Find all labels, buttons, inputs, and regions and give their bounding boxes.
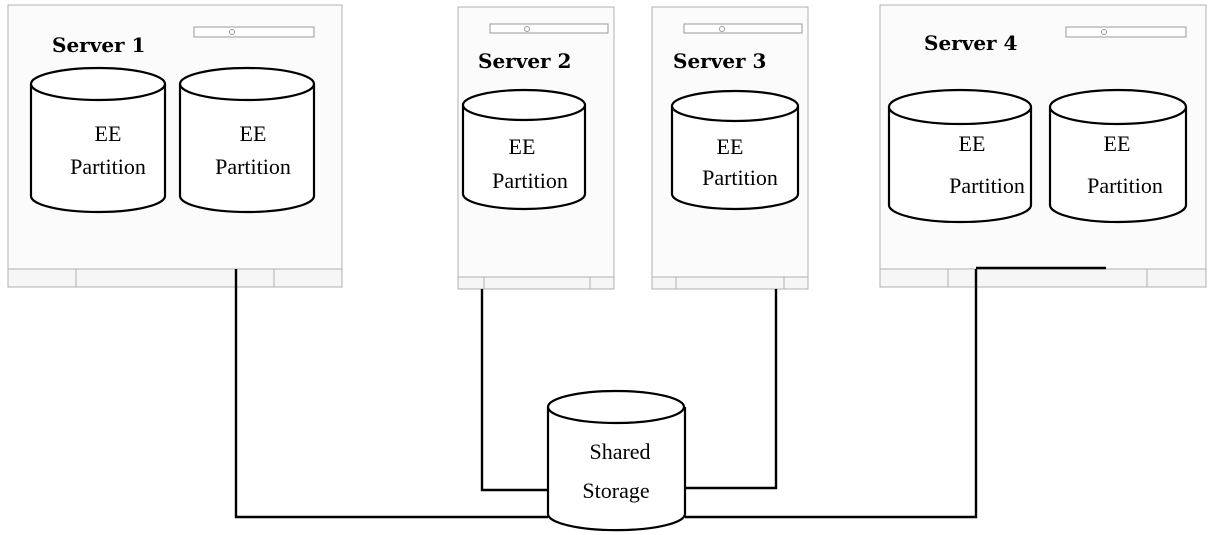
link-server-4-storage (685, 269, 978, 519)
partition-label-line1: EE (240, 121, 267, 146)
server-2-slot-led (524, 26, 530, 32)
partition-label-line1: EE (95, 121, 122, 146)
server-3-drive-slot (683, 23, 803, 34)
partition-label-line2: Partition (70, 154, 146, 179)
cylinder-top (29, 66, 167, 102)
partition-label-line1: EE (1104, 131, 1131, 156)
cylinder-body (1048, 107, 1188, 224)
server-2-title: Server 2 (478, 49, 571, 73)
partition-label-line2: Partition (702, 165, 778, 190)
partition-label-line1: EE (509, 134, 536, 159)
server-1-drive-slot (193, 26, 315, 38)
server-3-title: Server 3 (673, 49, 766, 73)
server-1-partition-1: EE Partition (29, 66, 167, 214)
cylinder-top (178, 66, 316, 102)
cylinder-body (29, 84, 167, 214)
server-4-title: Server 4 (924, 31, 1018, 55)
partition-label-line1: EE (717, 134, 744, 159)
server-4-foot-right (1146, 268, 1207, 288)
cylinder-top (887, 88, 1033, 126)
server-4-partition-2: EE Partition (1048, 88, 1188, 224)
partition-label-line2: Partition (949, 173, 1025, 198)
server-1-partition-2: EE Partition (178, 66, 316, 214)
server-1-foot-right (273, 268, 343, 288)
server-2-partition-1: EE Partition (461, 88, 587, 211)
server-3: Server 3 EE Partition (651, 6, 809, 290)
server-4: Server 4 EE Partition EE Partition (879, 4, 1207, 288)
server-3-slot-led (719, 26, 725, 32)
link-server-1-storage (234, 269, 548, 519)
server-2-foot-right (589, 276, 615, 290)
server-2: Server 2 EE Partition (457, 6, 615, 290)
link-server-2-storage (480, 289, 548, 492)
server-4-foot-left (879, 268, 949, 288)
storage-label-line1: Shared (589, 439, 650, 464)
cylinder-body (670, 106, 800, 211)
storage-cylinder-body (546, 407, 687, 532)
link-server-3-storage (685, 289, 778, 490)
server-1-slot-led (229, 29, 235, 35)
server-3-partition-1: EE Partition (670, 89, 800, 211)
server-2-drive-slot (489, 23, 609, 34)
partition-label-line1: EE (959, 131, 986, 156)
server-2-foot-left (457, 276, 485, 290)
cylinder-body (178, 84, 316, 214)
shared-storage: Shared Storage (546, 389, 687, 532)
storage-cylinder-top (546, 389, 686, 425)
cylinder-body (461, 105, 587, 211)
server-4-drive-slot (1065, 26, 1187, 38)
cylinder-body (887, 107, 1033, 224)
server-1-foot-left (7, 268, 77, 288)
storage-label-line2: Storage (582, 478, 649, 503)
server-4-slot-led (1101, 29, 1107, 35)
server-3-foot-left (651, 276, 677, 290)
connections (234, 266, 1106, 519)
partition-label-line2: Partition (492, 168, 568, 193)
cylinder-top (461, 88, 587, 122)
server-4-partition-1: EE Partition (887, 88, 1033, 224)
partition-label-line2: Partition (215, 154, 291, 179)
server-1-title: Server 1 (52, 33, 145, 57)
server-3-foot-right (783, 276, 809, 290)
partition-label-line2: Partition (1087, 173, 1163, 198)
cylinder-top (1048, 88, 1188, 126)
cylinder-top (670, 89, 800, 123)
server-1: Server 1 EE Partition EE Partition (7, 4, 343, 288)
